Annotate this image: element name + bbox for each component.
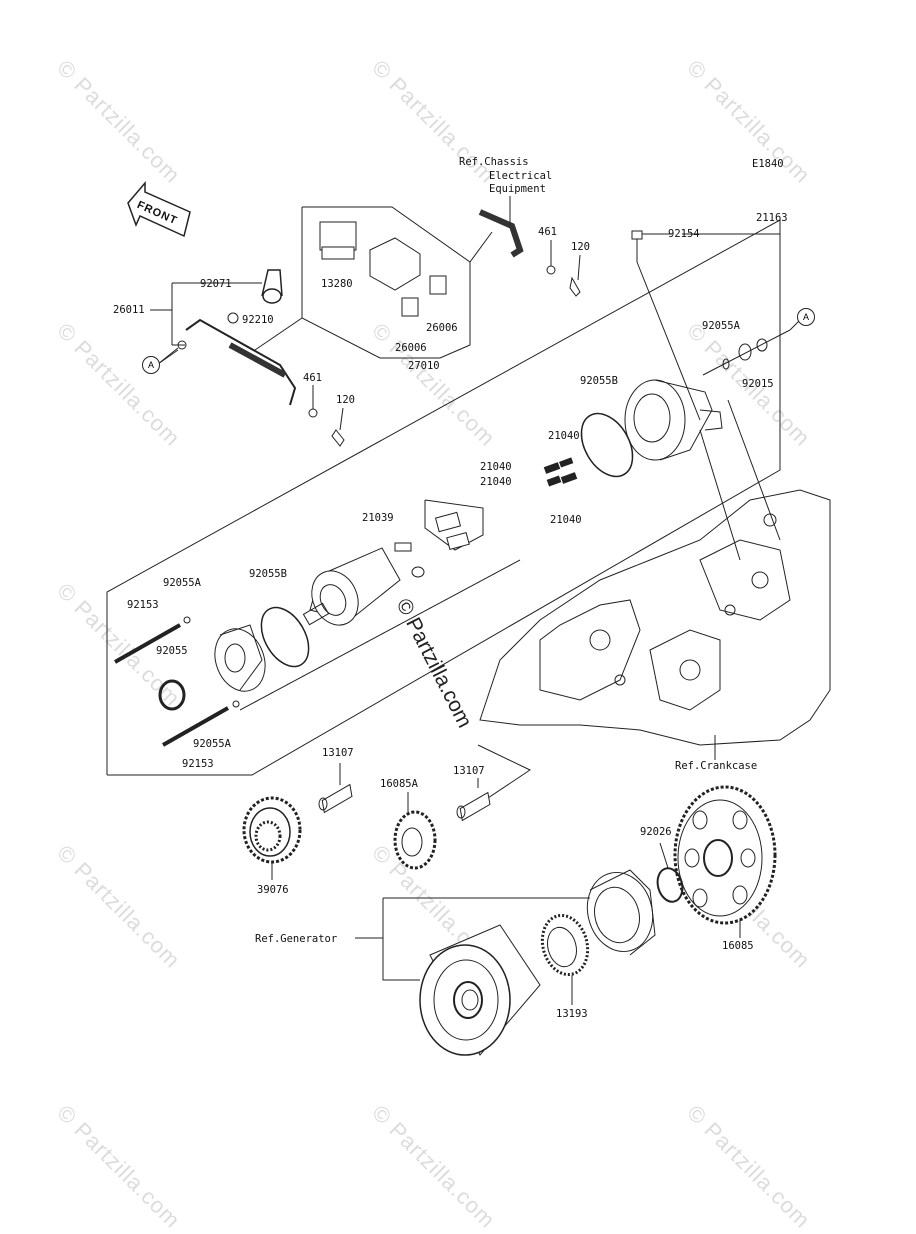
part-label[interactable]: 13280: [321, 278, 353, 290]
ref-equipment: Equipment: [489, 183, 546, 195]
ref-generator: Ref.Generator: [255, 933, 338, 945]
relay-group-box: [301, 206, 471, 359]
part-label[interactable]: 16085: [722, 940, 754, 952]
generator-rotor: [419, 924, 541, 1056]
part-label[interactable]: 39076: [257, 884, 289, 896]
part-label[interactable]: 21163: [756, 212, 788, 224]
ref-chassis: Ref.Chassis: [459, 156, 529, 168]
part-label[interactable]: 13193: [556, 1008, 588, 1020]
part-label[interactable]: 92055A: [163, 577, 201, 589]
part-label[interactable]: 92210: [242, 314, 274, 326]
part-label[interactable]: 21040: [480, 461, 512, 473]
ref-electrical: Electrical: [489, 170, 553, 182]
part-label[interactable]: 26006: [426, 322, 458, 334]
gear-16085: [673, 785, 777, 938]
part-label[interactable]: 21040: [550, 514, 582, 526]
part-label[interactable]: 461: [538, 226, 557, 238]
part-label[interactable]: 27010: [408, 360, 440, 372]
part-label[interactable]: 92154: [668, 228, 700, 240]
part-label[interactable]: 92055: [156, 645, 188, 657]
part-label[interactable]: 92026: [640, 826, 672, 838]
diagram-drawing: [106, 180, 831, 1056]
part-label[interactable]: 21039: [362, 512, 394, 524]
part-label[interactable]: 120: [571, 241, 590, 253]
part-label[interactable]: 13107: [453, 765, 485, 777]
part-label[interactable]: 92015: [742, 378, 774, 390]
collar-13107: [318, 783, 353, 814]
relay-holder: [369, 237, 421, 291]
part-label[interactable]: 92153: [182, 758, 214, 770]
part-label[interactable]: 26011: [113, 304, 145, 316]
gear-39076: [242, 796, 302, 880]
relay-13280: [319, 221, 357, 251]
front-arrow-icon: [127, 180, 191, 238]
starter-clutch: [586, 869, 656, 956]
part-label[interactable]: 21040: [480, 476, 512, 488]
part-label[interactable]: 16085A: [380, 778, 418, 790]
part-label[interactable]: 92153: [127, 599, 159, 611]
crankcase: [479, 399, 831, 746]
diagram-code: E1840: [752, 158, 784, 170]
gear-16085a: [393, 792, 437, 870]
ref-crankcase: Ref.Crankcase: [675, 760, 758, 772]
front-cover: [214, 628, 266, 692]
one-way-clutch-13193: [540, 913, 590, 977]
part-label[interactable]: 92055A: [193, 738, 231, 750]
o-ring-92055b: [580, 412, 634, 478]
part-label[interactable]: 13107: [322, 747, 354, 759]
part-label[interactable]: 92055B: [249, 568, 287, 580]
starter-group-box: [106, 219, 781, 776]
part-label[interactable]: 92071: [200, 278, 232, 290]
part-label[interactable]: 92055A: [702, 320, 740, 332]
part-label[interactable]: 21040: [548, 430, 580, 442]
part-label[interactable]: 461: [303, 372, 322, 384]
collar-13107: [456, 791, 491, 822]
part-label[interactable]: 120: [336, 394, 355, 406]
callout-a: A: [142, 356, 160, 374]
part-label[interactable]: 26006: [395, 342, 427, 354]
callout-a: A: [797, 308, 815, 326]
part-label[interactable]: 92055B: [580, 375, 618, 387]
parts-diagram: © Partzilla.com © Partzilla.com © Partzi…: [52, 55, 831, 1233]
